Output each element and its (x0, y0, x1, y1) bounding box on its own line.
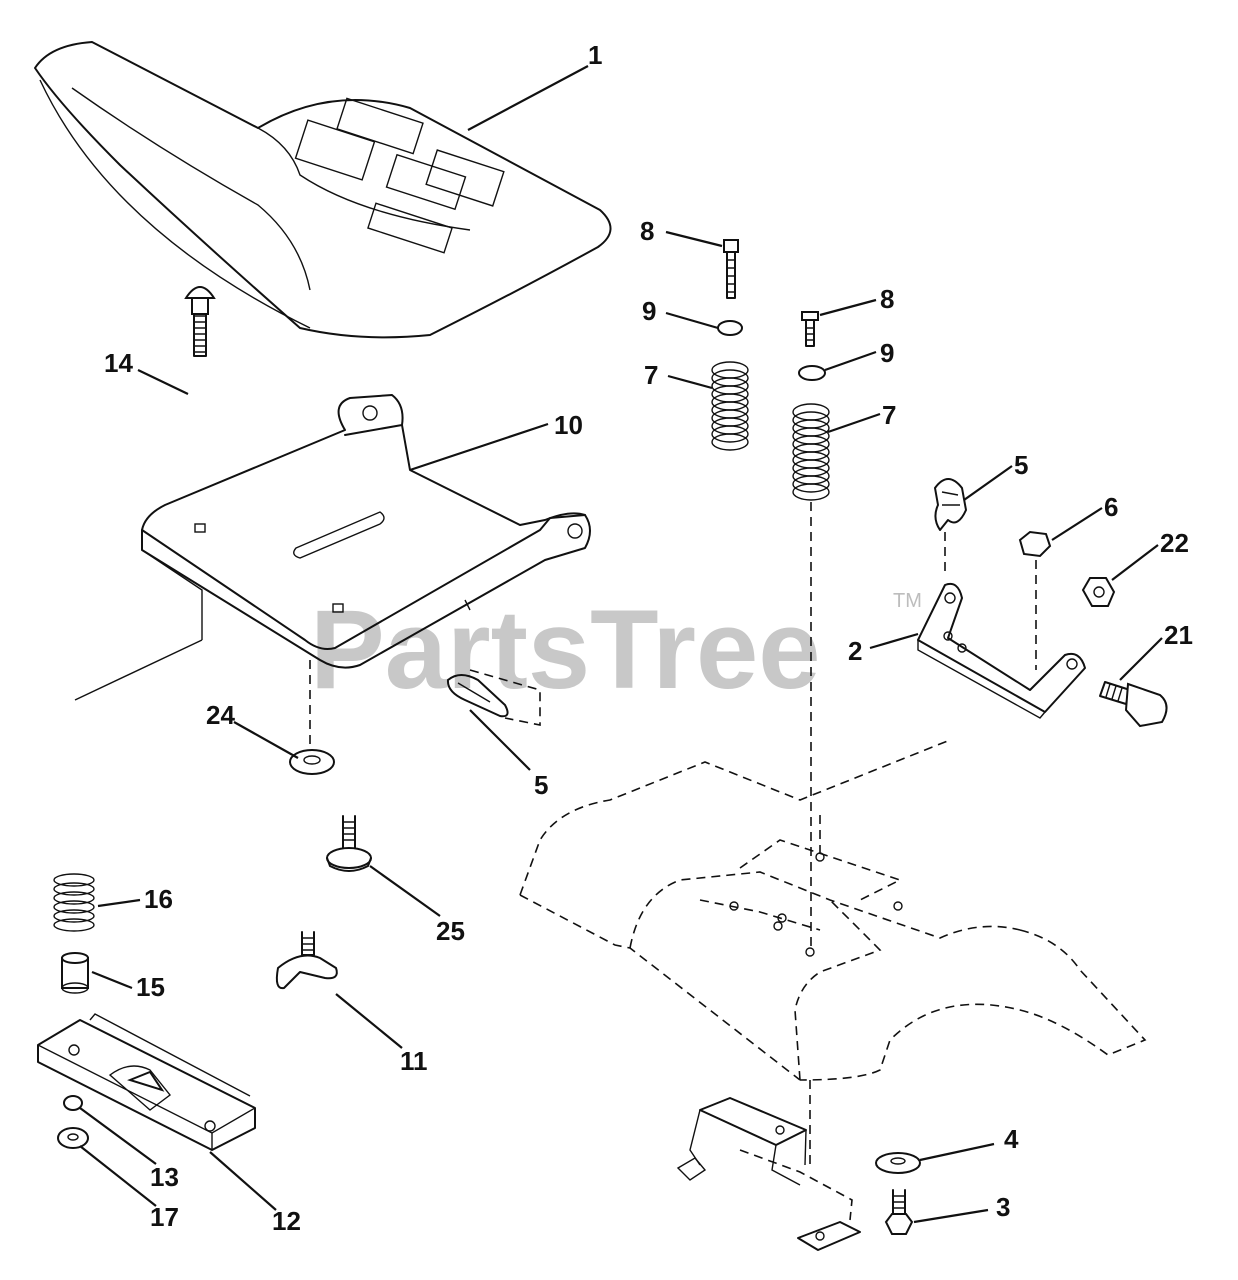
leader-9a (665, 311, 719, 330)
leader-25 (369, 865, 441, 917)
leader-16 (97, 898, 141, 908)
callout-3[interactable]: 3 (996, 1192, 1010, 1222)
part-washer-9b (798, 365, 826, 381)
leader-8b (819, 298, 877, 317)
leader-11 (335, 993, 403, 1049)
part-carriage-bolt (184, 286, 216, 357)
callout-10[interactable]: 10 (554, 410, 583, 440)
leader-1 (467, 65, 589, 131)
part-spring-7a (711, 361, 749, 451)
callout-9b[interactable]: 9 (880, 338, 894, 368)
part-seat-pan (74, 394, 591, 701)
leader-4 (919, 1142, 995, 1162)
leader-22 (1111, 544, 1159, 581)
leader-lines (79, 65, 1163, 1224)
part-bolt-8a (723, 239, 739, 299)
callout-5a[interactable]: 5 (1014, 450, 1028, 480)
leader-17 (79, 1145, 157, 1207)
callout-9a[interactable]: 9 (642, 296, 656, 326)
callout-13[interactable]: 13 (150, 1162, 179, 1192)
callout-25[interactable]: 25 (436, 916, 465, 946)
leader-2 (869, 632, 919, 650)
leader-14 (137, 369, 189, 395)
leader-15 (91, 970, 133, 990)
part-seat (34, 41, 612, 339)
callout-14[interactable]: 14 (104, 348, 133, 378)
callout-1[interactable]: 1 (588, 40, 602, 70)
callout-7b[interactable]: 7 (882, 400, 896, 430)
part-nut-6 (1018, 530, 1052, 670)
leader-24 (233, 721, 299, 759)
part-knob (275, 931, 338, 990)
callout-4[interactable]: 4 (1004, 1124, 1019, 1154)
callout-2[interactable]: 2 (848, 636, 862, 666)
part-washer-24 (289, 660, 335, 775)
callout-24[interactable]: 24 (206, 700, 235, 730)
leader-21 (1119, 637, 1163, 681)
callout-21[interactable]: 21 (1164, 620, 1193, 650)
part-bracket (917, 582, 1086, 719)
leader-3 (913, 1208, 989, 1224)
watermark-text: PartsTree (310, 587, 821, 712)
part-washer-4 (875, 1152, 921, 1174)
leader-5a (963, 465, 1013, 501)
leader-9b (824, 350, 877, 372)
part-bolt-3 (884, 1189, 914, 1235)
callout-6[interactable]: 6 (1104, 492, 1118, 522)
callout-8a[interactable]: 8 (640, 216, 654, 246)
part-washer-9a (717, 320, 743, 336)
callout-11[interactable]: 11 (400, 1046, 428, 1076)
leader-5b (469, 709, 531, 771)
callout-15[interactable]: 15 (136, 972, 165, 1002)
leader-10 (409, 422, 549, 472)
part-seat-slide (37, 1013, 256, 1151)
leader-7b (827, 412, 881, 434)
callout-labels: 1 8 8 9 9 7 7 14 10 5 6 22 21 2 24 5 16 … (104, 40, 1193, 1236)
part-nut-13 (63, 1095, 83, 1111)
part-clip-lower (446, 669, 541, 726)
watermark: PartsTree TM (310, 587, 922, 712)
callout-16[interactable]: 16 (144, 884, 173, 914)
callout-7a[interactable]: 7 (644, 360, 658, 390)
part-clip-upper (934, 478, 967, 575)
leader-7a (667, 374, 713, 390)
callout-22[interactable]: 22 (1160, 528, 1189, 558)
part-nut-22 (1081, 577, 1116, 607)
callout-17[interactable]: 17 (150, 1202, 179, 1232)
part-bolt-21 (1099, 681, 1168, 728)
callout-5b[interactable]: 5 (534, 770, 548, 800)
part-fender-outline (519, 739, 1147, 1170)
part-bolt-8b (801, 311, 819, 347)
watermark-trademark: TM (893, 590, 922, 612)
part-spring-16 (53, 873, 95, 932)
leader-8a (665, 230, 723, 248)
part-bushing (61, 952, 89, 994)
leader-12 (209, 1151, 277, 1211)
part-frame-bracket (676, 1097, 861, 1251)
callout-12[interactable]: 12 (272, 1206, 301, 1236)
leader-6 (1051, 507, 1103, 541)
part-spring-7b (792, 403, 830, 952)
leader-13 (79, 1107, 157, 1165)
part-washer-17 (57, 1127, 89, 1149)
part-shoulder-bolt (326, 815, 372, 872)
callout-8b[interactable]: 8 (880, 284, 894, 314)
